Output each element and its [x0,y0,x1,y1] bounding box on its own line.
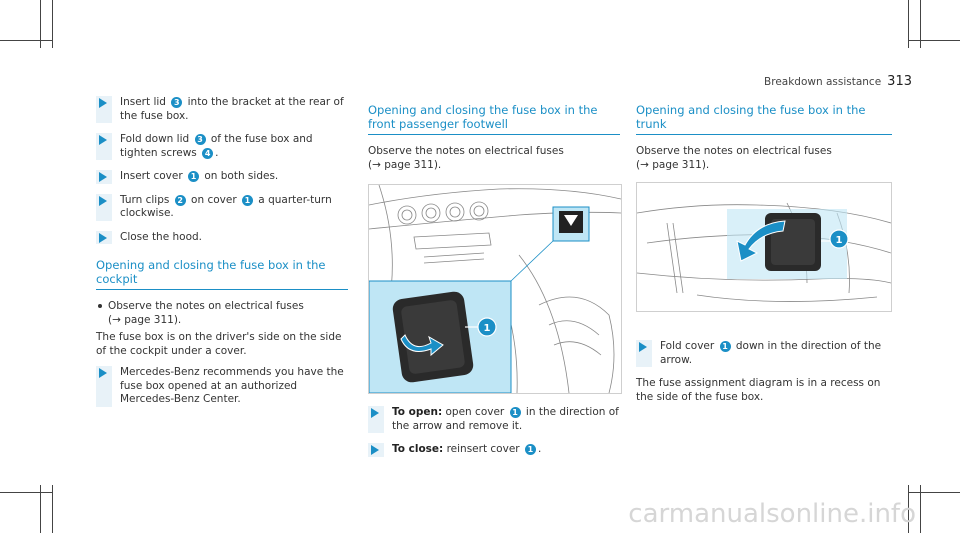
step-text: Close the hood. [114,231,348,245]
step-arrow-icon [371,408,379,418]
watermark: carmanualsonline.info [628,499,916,529]
bullet-dot [98,304,102,308]
crop-mark [908,485,909,533]
step-text-part: Close the hood. [120,230,203,243]
step-arrow-icon [99,195,107,206]
step-text-part: . [215,146,219,159]
page-header: Breakdown assistance 313 [764,74,912,89]
list-item: Observe the notes on electrical fuses (→… [96,300,348,327]
step-item: Insert lid 3 into the bracket at the rea… [96,96,348,123]
figure-callout: 1 [836,235,843,246]
step-text: To close: reinsert cover 1. [392,443,542,455]
step-text-part: a quarter-turn clockwise. [120,193,332,220]
crop-mark [920,485,921,533]
callout-badge: 1 [241,194,253,206]
step-item: To open: open cover 1 in the direction o… [368,406,620,433]
step-item: Turn clips 2 on cover 1 a quarter-turn c… [96,193,348,221]
step-label: To open: [392,406,443,418]
step-item: Insert cover 1 on both sides. [96,170,348,184]
crop-mark [52,0,53,48]
step-arrow-icon [99,232,107,243]
callout-badge: 1 [187,171,199,182]
callout-badge: 4 [202,147,214,159]
step-text: Fold cover 1 down in the direction of th… [660,340,882,366]
figure-callout: 1 [484,323,491,334]
step-text: Insert lid 3 into the bracket at the rea… [114,96,348,123]
page-reference-link[interactable]: (→ page 311). [636,158,710,171]
section-heading-footwell: Opening and closing the fuse box in the … [368,103,620,135]
callout-badge: 2 [174,194,186,206]
paragraph: Observe the notes on electrical fuses (→… [368,145,620,172]
step-text: Fold down lid 3 of the fuse box and tigh… [114,133,348,160]
step-item: Fold cover 1 down in the direction of th… [636,340,892,367]
trunk-illustration: 1 [636,202,892,302]
crop-mark [908,492,960,493]
step-text-part: on cover [187,193,240,206]
page-reference-link[interactable]: (→ page 311). [368,158,442,171]
step-text: Mercedes-Benz recommends you have the fu… [120,366,344,405]
callout-badge: 3 [194,134,206,145]
step-text-part: Fold down lid [120,133,193,145]
callout-badge: 1 [524,444,536,455]
section-heading-trunk: Opening and closing the fuse box in the … [636,103,892,135]
column-middle: Opening and closing the fuse box in the … [368,103,622,467]
paragraph: Observe the notes on electrical fuses (→… [636,145,892,172]
step-arrow-icon [371,445,379,455]
crop-mark [920,0,921,48]
crop-mark [0,492,52,493]
crop-mark [908,0,909,48]
paragraph-text: Observe the notes on electrical fuses [368,145,564,157]
crop-mark [52,485,53,533]
callout-badge: 1 [719,341,731,352]
paragraph: The fuse assignment diagram is in a rece… [636,377,881,403]
step-text-part: Insert cover [120,170,186,182]
crop-mark [40,0,41,48]
step-text: Insert cover 1 on both sides. [114,170,348,184]
step-text-part: Turn clips [120,193,173,206]
step-text: Turn clips 2 on cover 1 a quarter-turn c… [114,194,348,221]
column-left: Insert lid 3 into the bracket at the rea… [96,96,348,417]
steps-list: Insert lid 3 into the bracket at the rea… [96,96,348,244]
callout-badge: 1 [509,407,521,418]
step-item: To close: reinsert cover 1. [368,443,620,457]
figure-trunk: 1 [636,182,892,312]
bullet-text: Observe the notes on electrical fuses [108,300,304,312]
step-item: Fold down lid 3 of the fuse box and tigh… [96,133,348,160]
footwell-illustration: 1 [368,184,622,394]
step-arrow-icon [99,135,107,145]
step-item: Close the hood. [96,230,348,245]
crop-mark [40,485,41,533]
paragraph: The fuse box is on the driver's side on … [96,331,342,357]
page-number: 313 [887,74,912,89]
section-title: Breakdown assistance [764,76,882,88]
callout-badge: 3 [171,97,183,108]
step-label: To close: [392,443,444,455]
step-item: Mercedes-Benz recommends you have the fu… [96,366,348,407]
step-text: To open: open cover 1 in the direction o… [392,406,619,432]
page-reference-link[interactable]: (→ page 311). [108,313,182,326]
crop-mark [908,40,960,41]
step-arrow-icon [99,172,107,182]
step-text-part: into the bracket at the rear of the fuse… [120,96,344,122]
step-arrow-icon [99,98,107,108]
figure-footwell: 1 [368,184,622,394]
section-heading-cockpit: Opening and closing the fuse box in the … [96,258,348,290]
paragraph-text: Observe the notes on electrical fuses [636,145,832,157]
step-text-part: Insert lid [120,96,170,108]
step-arrow-icon [99,368,107,378]
column-right: Opening and closing the fuse box in the … [636,103,892,412]
step-text-part: on both sides. [200,170,279,182]
step-arrow-icon [639,342,647,352]
step-text-part: of the fuse box and tighten screws [120,133,313,159]
crop-mark [0,40,52,41]
